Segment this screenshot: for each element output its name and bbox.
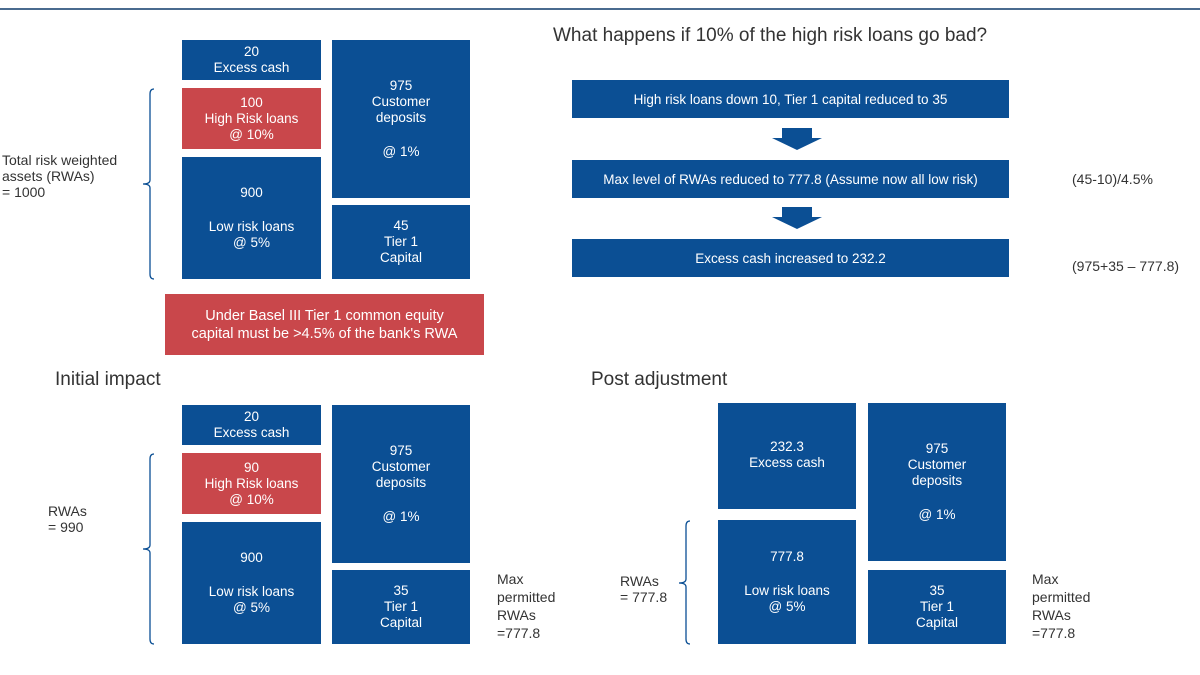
tier1-value: 45 <box>393 218 409 233</box>
initial-deposits-box: 975 Customer deposits @ 1% <box>332 405 470 563</box>
excess-cash-box: 20 Excess cash <box>182 40 321 80</box>
page-title: What happens if 10% of the high risk loa… <box>553 25 988 46</box>
post-max-line1: Max <box>1032 571 1059 587</box>
initial-high-risk-label: High Risk loans <box>204 475 299 491</box>
post-excess-cash-value: 232.3 <box>770 439 804 454</box>
post-low-risk-label: Low risk loans <box>744 583 830 598</box>
deposits-label-line2: deposits <box>375 110 427 125</box>
initial-low-risk-weight: @ 5% <box>233 600 270 615</box>
top-rwa-label: Total risk weighted assets (RWAs) = 1000 <box>2 152 117 200</box>
high-risk-weight: @ 10% <box>229 126 274 142</box>
post-deposits-value: 975 <box>925 441 949 456</box>
post-deposits-label-line1: Customer <box>907 457 967 472</box>
top-rwa-brace <box>142 88 155 280</box>
flow-step-1: High risk loans down 10, Tier 1 capital … <box>572 80 1009 118</box>
initial-max-rwa-note: Max permitted RWAs =777.8 <box>497 570 555 642</box>
customer-deposits-box: 975 Customer deposits @ 1% <box>332 40 470 198</box>
initial-rwa-label: RWAs = 990 <box>48 503 87 535</box>
initial-excess-cash-box: 20 Excess cash <box>182 405 321 445</box>
excess-cash-value: 20 <box>243 44 260 59</box>
initial-tier1-label-line2: Capital <box>379 615 423 630</box>
tier1-label-line2: Capital <box>379 250 423 265</box>
low-risk-label: Low risk loans <box>208 219 295 234</box>
post-max-line2: permitted <box>1032 589 1091 605</box>
initial-high-risk-value: 90 <box>243 459 260 475</box>
tier1-label-line1: Tier 1 <box>383 234 418 249</box>
post-deposits-label-line2: deposits <box>911 473 963 488</box>
initial-max-line4: =777.8 <box>497 625 541 641</box>
top-rule <box>0 8 1200 10</box>
post-tier1-label-line1: Tier 1 <box>919 599 954 614</box>
initial-rwa-line1: RWAs <box>48 503 87 519</box>
initial-max-line2: permitted <box>497 589 556 605</box>
post-low-risk-weight: @ 5% <box>768 599 806 614</box>
initial-tier1-box: 35 Tier 1 Capital <box>332 570 470 644</box>
post-excess-cash-box: 232.3 Excess cash <box>718 403 856 509</box>
post-low-risk-box: 777.8 Low risk loans @ 5% <box>718 520 856 644</box>
post-rwa-line2: = 777.8 <box>620 589 668 605</box>
initial-max-line3: RWAs <box>497 607 536 623</box>
initial-max-line1: Max <box>497 571 524 587</box>
initial-high-risk-weight: @ 10% <box>229 491 274 507</box>
post-rwa-line1: RWAs <box>620 573 659 589</box>
post-deposits-box: 975 Customer deposits @ 1% <box>868 403 1006 561</box>
post-low-risk-value: 777.8 <box>770 549 804 564</box>
initial-rwa-brace <box>142 453 155 645</box>
initial-deposits-weight: @ 1% <box>382 509 420 524</box>
basel-note-line1: Under Basel III Tier 1 common equity <box>205 307 444 324</box>
flow-step-3-text: Excess cash increased to 232.2 <box>695 250 886 266</box>
initial-deposits-label-line2: deposits <box>375 475 427 490</box>
initial-low-risk-box: 900 Low risk loans @ 5% <box>182 522 321 644</box>
post-rwa-brace <box>678 520 691 645</box>
post-max-line4: =777.8 <box>1032 625 1076 641</box>
post-rwa-label: RWAs = 777.8 <box>620 573 667 605</box>
initial-tier1-value: 35 <box>393 583 409 598</box>
initial-low-risk-value: 900 <box>240 550 263 565</box>
top-rwa-line3: = 1000 <box>2 184 46 200</box>
flow-step-2-text: Max level of RWAs reduced to 777.8 (Assu… <box>603 171 978 187</box>
deposits-value: 975 <box>389 78 413 93</box>
initial-tier1-label-line1: Tier 1 <box>383 599 418 614</box>
initial-deposits-value: 975 <box>389 443 413 458</box>
low-risk-loans-box: 900 Low risk loans @ 5% <box>182 157 321 279</box>
top-rwa-line2: assets (RWAs) <box>2 168 95 184</box>
initial-low-risk-label: Low risk loans <box>208 584 295 599</box>
excess-cash-label: Excess cash <box>213 60 290 75</box>
top-rwa-line1: Total risk weighted <box>2 152 118 168</box>
post-max-line3: RWAs <box>1032 607 1071 623</box>
cash-formula: (975+35 – 777.8) <box>1072 258 1180 274</box>
flow-step-2: Max level of RWAs reduced to 777.8 (Assu… <box>572 160 1009 198</box>
initial-high-risk-box: 90 High Risk loans @ 10% <box>182 453 321 514</box>
flow-step-3: Excess cash increased to 232.2 <box>572 239 1009 277</box>
tier1-capital-box: 45 Tier 1 Capital <box>332 205 470 279</box>
initial-impact-heading: Initial impact <box>55 369 161 390</box>
initial-deposits-label-line1: Customer <box>371 459 431 474</box>
high-risk-label: High Risk loans <box>204 110 299 126</box>
initial-excess-cash-label: Excess cash <box>213 425 290 440</box>
post-deposits-weight: @ 1% <box>918 507 956 522</box>
initial-rwa-line2: = 990 <box>48 519 84 535</box>
post-excess-cash-label: Excess cash <box>749 455 825 470</box>
post-tier1-label-line2: Capital <box>915 615 959 630</box>
post-adjustment-heading: Post adjustment <box>591 369 728 390</box>
low-risk-value: 900 <box>240 185 263 200</box>
rwa-formula: (45-10)/4.5% <box>1072 171 1153 187</box>
basel-note-box: Under Basel III Tier 1 common equity cap… <box>165 294 484 355</box>
post-max-rwa-note: Max permitted RWAs =777.8 <box>1032 570 1090 642</box>
post-tier1-value: 35 <box>929 583 945 598</box>
flow-step-1-text: High risk loans down 10, Tier 1 capital … <box>633 91 948 107</box>
high-risk-loans-box: 100 High Risk loans @ 10% <box>182 88 321 149</box>
basel-note-line2: capital must be >4.5% of the bank's RWA <box>191 325 458 342</box>
deposits-weight: @ 1% <box>382 144 420 159</box>
initial-excess-cash-value: 20 <box>243 409 260 424</box>
low-risk-weight: @ 5% <box>233 235 270 250</box>
post-tier1-box: 35 Tier 1 Capital <box>868 570 1006 644</box>
deposits-label-line1: Customer <box>371 94 431 109</box>
high-risk-value: 100 <box>240 94 263 110</box>
